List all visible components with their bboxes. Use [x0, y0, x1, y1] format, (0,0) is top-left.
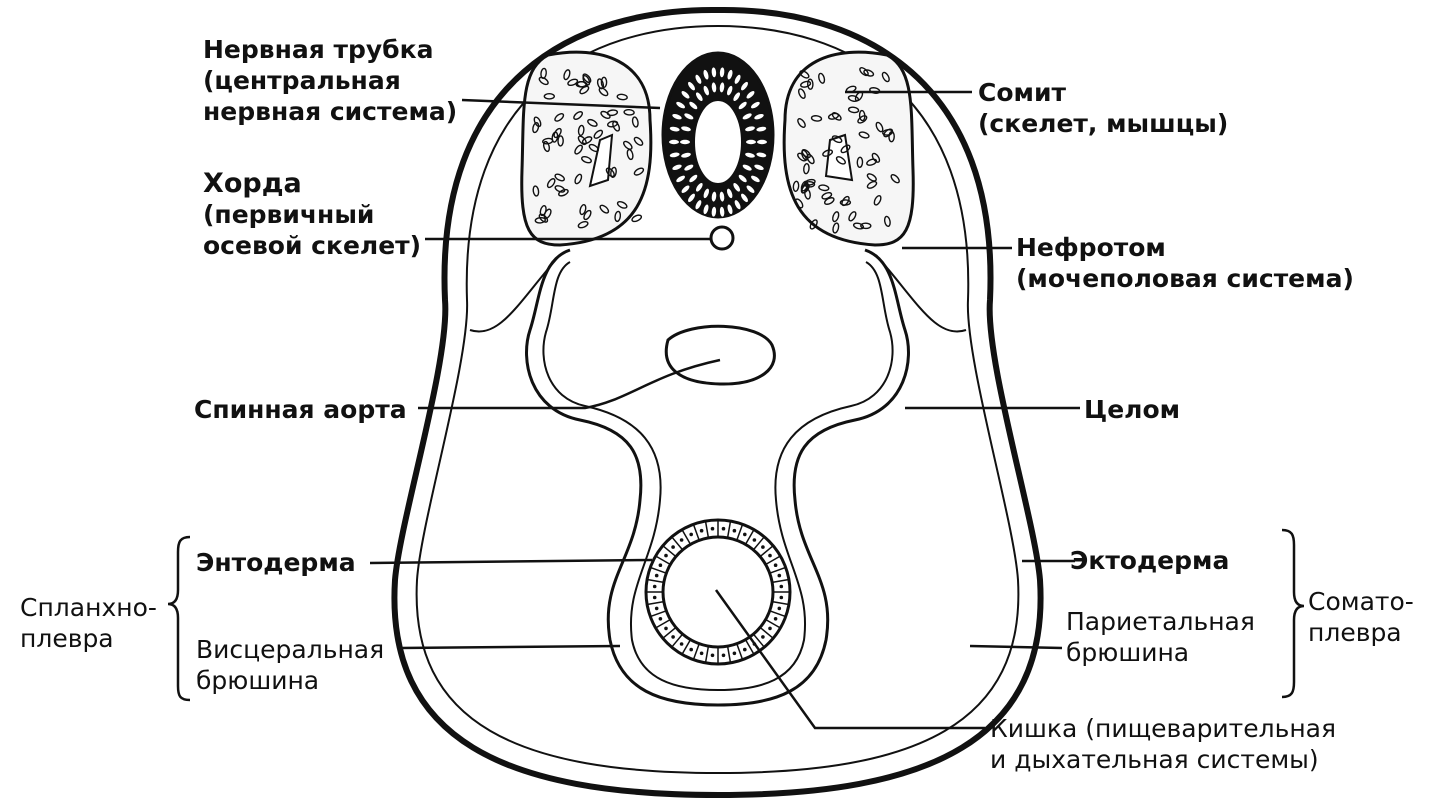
endoderm-cell-nucleus: [689, 648, 693, 652]
endoderm-cell-nucleus: [680, 538, 684, 542]
endoderm-cell-nucleus: [733, 529, 737, 533]
endoderm-cell-nucleus: [659, 617, 663, 621]
neural-tube: [663, 53, 773, 217]
endoderm-cell-nucleus: [653, 585, 657, 589]
neural-tube-cell: [669, 140, 679, 144]
endoderm-cell-nucleus: [711, 527, 715, 531]
endoderm-cell-nucleus: [689, 533, 693, 537]
label-somite: Сомит (скелет, мышцы): [978, 77, 1228, 139]
neural-tube-cell: [680, 140, 690, 144]
endoderm-cell-nucleus: [780, 585, 784, 589]
endoderm-cell-nucleus: [671, 635, 675, 639]
label-coelom: Целом: [1084, 394, 1180, 425]
endoderm-cell-nucleus: [700, 652, 704, 656]
endoderm-cell-nucleus: [680, 642, 684, 646]
endoderm-cell-nucleus: [761, 545, 765, 549]
endoderm-cell-nucleus: [778, 607, 782, 611]
label-ectoderm: Эктодерма: [1070, 545, 1229, 576]
label-notochord: Хорда (первичный осевой скелет): [203, 168, 421, 261]
endoderm-cell-nucleus: [722, 654, 726, 658]
endoderm-cell-nucleus: [671, 545, 675, 549]
endoderm-cell-nucleus: [743, 648, 747, 652]
endoderm-cell-nucleus: [774, 563, 778, 567]
dorsal-aorta: [666, 326, 774, 384]
endoderm-cell-nucleus: [753, 538, 757, 542]
label-gut: Кишка (пищеварительная и дыхательная сис…: [990, 713, 1336, 775]
endoderm-cell-nucleus: [733, 652, 737, 656]
endoderm-cell-nucleus: [761, 635, 765, 639]
endoderm-cell-nucleus: [711, 654, 715, 658]
endoderm-cell-nucleus: [653, 596, 657, 600]
label-visceral-peritoneum: Висцеральная брюшина: [196, 634, 384, 696]
label-somatopleure: Сомато- плевра: [1308, 586, 1414, 648]
notochord: [711, 227, 733, 249]
neural-tube-cell: [757, 140, 767, 144]
endoderm-cell-nucleus: [664, 554, 668, 558]
endoderm-cell-nucleus: [768, 554, 772, 558]
neural-tube-cell: [746, 140, 756, 144]
label-neural-tube: Нервная трубка (центральная нервная сист…: [203, 34, 457, 127]
endoderm-cell-nucleus: [655, 574, 659, 578]
endoderm-cell-nucleus: [659, 563, 663, 567]
endoderm-cell-nucleus: [655, 607, 659, 611]
label-endoderm: Энтодерма: [196, 547, 356, 578]
endoderm-cell-nucleus: [743, 533, 747, 537]
endoderm-cell-nucleus: [778, 574, 782, 578]
label-nephrotome: Нефротом (мочеполовая система): [1016, 232, 1354, 294]
endoderm-cell-nucleus: [664, 627, 668, 631]
label-parietal-peritoneum: Париетальная брюшина: [1066, 606, 1255, 668]
label-dorsal-aorta: Спинная аорта: [194, 394, 407, 425]
label-splanchnopleure: Спланхно- плевра: [20, 592, 157, 654]
endoderm-cell-nucleus: [768, 627, 772, 631]
endoderm-cell-nucleus: [774, 617, 778, 621]
endoderm-cell-nucleus: [780, 596, 784, 600]
endoderm-cell-nucleus: [722, 527, 726, 531]
endoderm-cell-nucleus: [700, 529, 704, 533]
